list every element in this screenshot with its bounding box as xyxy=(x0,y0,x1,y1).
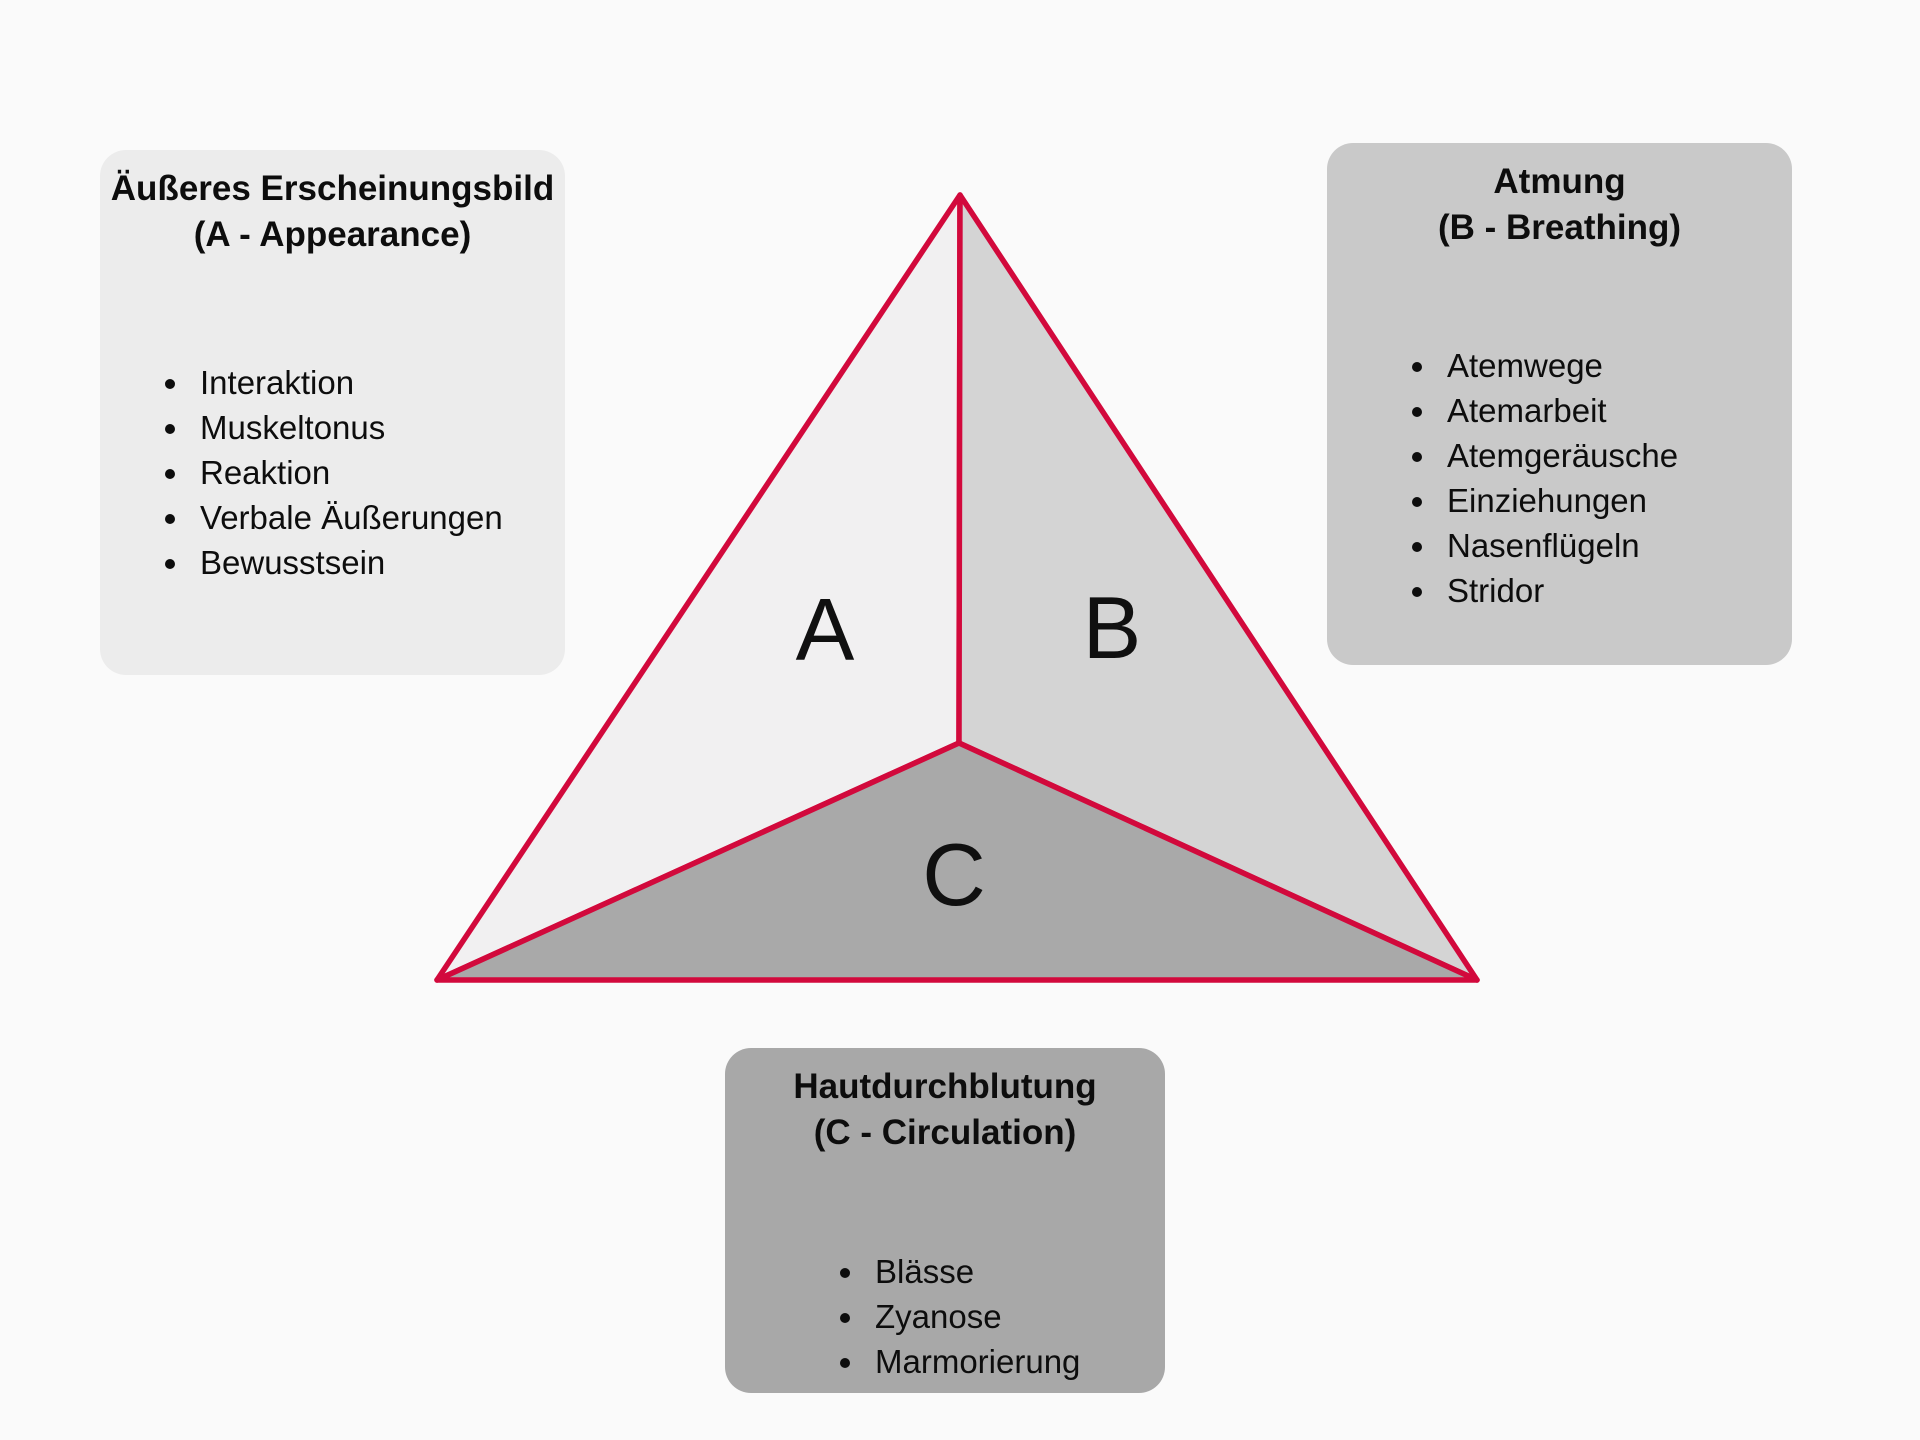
list-item: Stridor xyxy=(1439,568,1782,613)
list-item: Interaktion xyxy=(192,360,555,405)
circulation-box-subtitle: (C - Circulation) xyxy=(813,1113,1077,1153)
list-item: Verbale Äußerungen xyxy=(192,495,555,540)
appearance-box-subtitle: (A - Appearance) xyxy=(193,215,472,255)
triangle-label-c: C xyxy=(922,825,986,924)
list-item: Reaktion xyxy=(192,450,555,495)
appearance-box-title-line: Äußeres Erscheinungsbild xyxy=(110,169,555,208)
breathing-list: AtemwegeAtemarbeitAtemgeräuscheEinziehun… xyxy=(1337,343,1782,613)
breathing-box: Atmung (B - Breathing) AtemwegeAtemarbei… xyxy=(1327,143,1792,665)
appearance-box: Äußeres Erscheinungsbild (A - Appearance… xyxy=(100,150,565,675)
circulation-box-title: Hautdurchblutung (C - Circulation) xyxy=(735,1064,1155,1156)
appearance-list: InteraktionMuskeltonusReaktionVerbale Äu… xyxy=(110,360,555,585)
appearance-box-title: Äußeres Erscheinungsbild (A - Appearance… xyxy=(110,166,555,258)
list-item: Marmorierung xyxy=(867,1339,1155,1384)
list-item: Zyanose xyxy=(867,1294,1155,1339)
list-item: Muskeltonus xyxy=(192,405,555,450)
list-item: Atemgeräusche xyxy=(1439,433,1782,478)
list-item: Bewusstsein xyxy=(192,540,555,585)
triangle-section-circulation xyxy=(434,740,1480,983)
breathing-box-title-line: Atmung xyxy=(1493,162,1626,201)
circulation-box-title-line: Hautdurchblutung xyxy=(793,1067,1097,1106)
list-item: Nasenflügeln xyxy=(1439,523,1782,568)
list-item: Einziehungen xyxy=(1439,478,1782,523)
list-item: Blässe xyxy=(867,1249,1155,1294)
breathing-box-title: Atmung (B - Breathing) xyxy=(1337,159,1782,251)
circulation-box: Hautdurchblutung (C - Circulation) Bläss… xyxy=(725,1048,1165,1393)
circulation-list: BlässeZyanoseMarmorierung xyxy=(735,1249,1155,1384)
list-item: Atemarbeit xyxy=(1439,388,1782,433)
breathing-box-subtitle: (B - Breathing) xyxy=(1437,208,1682,248)
list-item: Atemwege xyxy=(1439,343,1782,388)
triangle-label-b: B xyxy=(1083,578,1142,677)
triangle-label-a: A xyxy=(796,580,855,679)
